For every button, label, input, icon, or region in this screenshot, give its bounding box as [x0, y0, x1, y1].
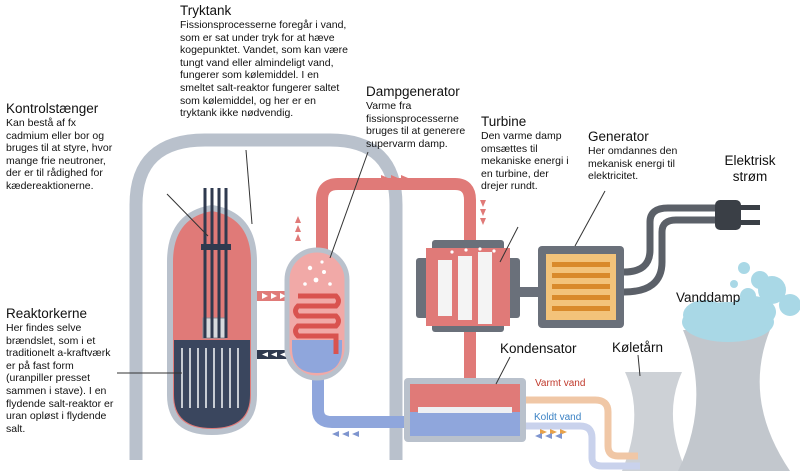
feedwater-pipe — [312, 348, 410, 428]
tryktank-line: tryktank ikke nødvendig. — [180, 107, 294, 120]
generator-line: Her omdannes den — [588, 145, 678, 157]
label-elektrisk-strom: Elektrisk strøm — [710, 153, 790, 185]
turbine-line: Den varme damp — [481, 130, 562, 142]
kontrolstaenger-line: mange frie neutroner, — [6, 154, 106, 167]
reaktorkerne-line: (uranpiller presset — [6, 372, 91, 385]
reaktorkerne-title: Reaktorkerne — [6, 306, 88, 321]
kontrolstaenger-line: kædereaktionerne. — [6, 179, 94, 192]
label-generator: Generator Her omdannes den mekanisk ener… — [588, 129, 692, 183]
turbine-line: mekaniske energi i — [481, 155, 569, 168]
dampgenerator-line: supervarm damp. — [366, 137, 448, 150]
steam-pipe — [316, 178, 476, 262]
label-koldt-vand: Koldt vand — [534, 412, 582, 423]
tryktank-line: tungt vand eller almindeligt vand, — [180, 56, 334, 69]
steam-cloud — [682, 262, 800, 342]
reaktorkerne-line: salt. — [6, 422, 26, 435]
reaktorkerne-line: Her findes selve — [6, 322, 82, 334]
kontrolstaenger-title: Kontrolstænger — [6, 101, 99, 116]
dampgenerator-line: Varme fra — [366, 100, 412, 112]
reaktorkerne-line: uran opløst i flydende — [6, 410, 107, 423]
steam-generator-coil — [293, 293, 341, 354]
flow-arrows — [295, 175, 567, 439]
kontrolstaenger-line: bruges til at styre, hvor — [6, 142, 113, 155]
dampgenerator-line: bruges til at generere — [366, 125, 466, 138]
tryktank-line: som kølemiddel, og her er en — [180, 94, 316, 107]
power-cable — [623, 204, 720, 276]
label-tryktank: Tryktank Fissionsprocesserne foregår i v… — [180, 3, 380, 120]
reaktorkerne-line: brændslet, som i et — [6, 334, 96, 347]
cooling-tower-large — [678, 330, 790, 471]
kontrolstaenger-line: cadmium eller bor og — [6, 129, 105, 142]
elektrisk-strom-line: Elektrisk — [724, 153, 776, 168]
condenser — [404, 378, 526, 442]
label-dampgenerator: Dampgenerator Varme fra fissionsprocesse… — [366, 84, 484, 150]
turbine-line: en turbine, der — [481, 167, 549, 180]
dampgenerator-line: fissionsprocesserne — [366, 112, 459, 125]
power-plug — [715, 200, 741, 230]
turbine-title: Turbine — [481, 114, 527, 129]
label-vanddamp: Vanddamp — [676, 290, 741, 305]
generator — [538, 246, 624, 328]
elektrisk-strom-line: strøm — [732, 169, 768, 184]
label-koletarn: Køletårn — [612, 340, 664, 355]
tryktank-line: kogepunktet. Vandet, som kan være — [180, 44, 348, 57]
generator-line: elektricitet. — [588, 170, 639, 183]
dampgenerator-title: Dampgenerator — [366, 84, 460, 99]
tryktank-line: Fissionsprocesserne foregår i vand, — [180, 19, 347, 31]
reaktorkerne-line: flydende salt-reaktor er — [6, 397, 114, 410]
reaktorkerne-line: er på fast form — [6, 359, 74, 372]
tryktank-line: smeltet salt-reaktor fungerer saltet — [180, 81, 340, 94]
leader-lines — [117, 149, 641, 385]
label-kondensator: Kondensator — [500, 341, 577, 356]
tryktank-line: som er sat under tryk for at hæve — [180, 31, 335, 44]
warm-water-pipe — [526, 396, 638, 460]
cold-water-pipe — [526, 422, 640, 470]
tryktank-title: Tryktank — [180, 3, 232, 18]
turbine-line: omsættes til — [481, 142, 538, 155]
fuel-rods — [181, 348, 239, 408]
tryktank-line: fungerer som kølemiddel. I en — [180, 69, 319, 82]
label-reaktorkerne: Reaktorkerne Her findes selve brændslet,… — [6, 306, 124, 435]
turbine — [416, 240, 538, 332]
reaktorkerne-line: sammen i stave). I en — [6, 384, 107, 397]
cooling-tower-small — [622, 372, 686, 471]
kontrolstaenger-line: der er til rådighed for — [6, 167, 103, 180]
kontrolstaenger-line: Kan bestå af fx — [6, 117, 77, 129]
generator-title: Generator — [588, 129, 649, 144]
turbine-line: drejer rundt. — [481, 180, 538, 193]
label-varmt-vand: Varmt vand — [535, 378, 586, 389]
label-kontrolstaenger: Kontrolstænger Kan bestå af fx cadmium e… — [6, 101, 146, 193]
generator-line: mekanisk energi til — [588, 157, 675, 170]
control-rods — [203, 188, 228, 338]
label-turbine: Turbine Den varme damp omsættes til meka… — [481, 114, 577, 193]
reaktorkerne-line: traditionelt a-kraftværk — [6, 347, 111, 360]
